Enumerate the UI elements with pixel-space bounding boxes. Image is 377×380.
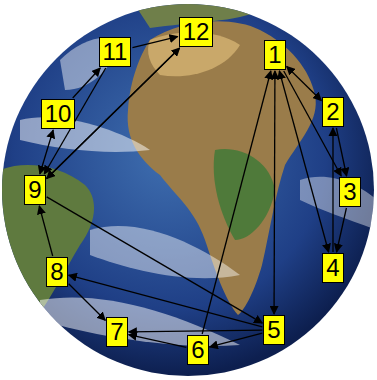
node-number: 7 (110, 319, 123, 345)
number-box: 7 (106, 317, 127, 347)
cloud (300, 177, 377, 230)
number-box: 1 (264, 40, 285, 70)
node-number: 6 (191, 337, 204, 363)
arrow-connector (132, 37, 177, 48)
arrow-connector (337, 208, 347, 252)
cloud (90, 226, 240, 278)
arrow-connector (39, 206, 52, 256)
arrow-connector (69, 284, 106, 321)
arrow-connector (129, 335, 187, 348)
node-number: 4 (326, 255, 339, 281)
node-number: 3 (343, 179, 356, 205)
arrow-connector (47, 197, 263, 323)
arrow-connector (279, 71, 328, 252)
arrow-connector (210, 333, 263, 347)
node-number: 5 (267, 317, 280, 343)
arrow-connector (287, 66, 322, 100)
arrow-connector (332, 128, 333, 252)
node-number: 9 (28, 177, 41, 203)
arrow-connector (69, 275, 263, 327)
forest-land (214, 149, 275, 240)
number-box: 10 (41, 99, 76, 129)
arrow-connector (73, 68, 101, 98)
node-number: 11 (103, 39, 128, 65)
number-box: 8 (46, 257, 67, 287)
node-number: 12 (183, 19, 210, 45)
arrow-connector (273, 71, 275, 314)
number-box: 9 (24, 175, 45, 205)
number-box: 12 (179, 17, 214, 47)
node-number: 1 (268, 42, 281, 68)
number-box: 4 (322, 253, 343, 283)
number-box: 6 (187, 335, 208, 365)
arrow-connector (336, 128, 346, 176)
node-number: 10 (45, 101, 72, 127)
node-number: 8 (50, 259, 63, 285)
number-box: 5 (263, 315, 284, 345)
number-box: 11 (99, 37, 132, 67)
number-box: 3 (339, 177, 360, 207)
node-number: 2 (326, 99, 339, 125)
arrow-connector (40, 130, 53, 174)
number-box: 2 (322, 97, 343, 127)
arrow-connector (129, 330, 263, 332)
cloud (20, 117, 150, 152)
